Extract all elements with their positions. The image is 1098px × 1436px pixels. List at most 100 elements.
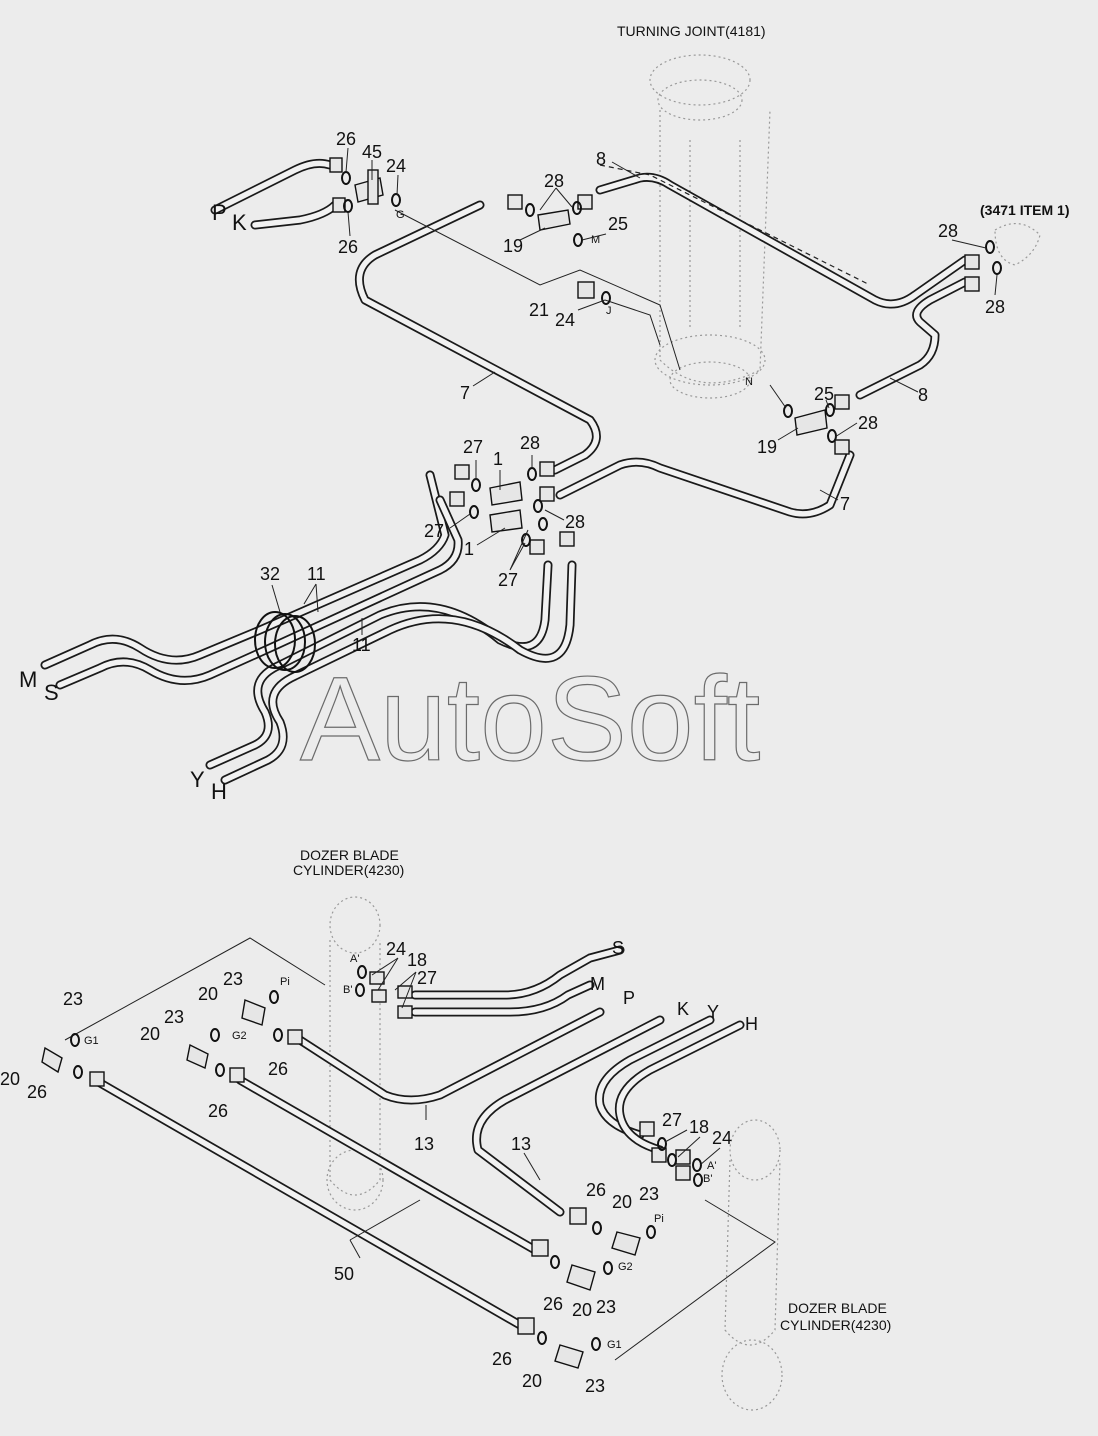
- callout: 24: [712, 1128, 732, 1148]
- callout: 27: [498, 570, 518, 590]
- callout: 20: [612, 1192, 632, 1212]
- dozer-left-title-2: CYLINDER(4230): [293, 862, 404, 878]
- callout: 28: [520, 433, 540, 453]
- callout: 27: [424, 521, 444, 541]
- callout: 26: [338, 237, 358, 257]
- callout: 32: [260, 564, 280, 584]
- callout: 23: [585, 1376, 605, 1396]
- dozer-right-title-1: DOZER BLADE: [788, 1300, 887, 1316]
- callout: 18: [407, 950, 427, 970]
- callout: M: [591, 234, 600, 246]
- callout: 26: [27, 1082, 47, 1102]
- ref-3471-title: (3471 ITEM 1): [980, 202, 1069, 218]
- top-callouts: 26 45 24 P K 26 G 8 28 19 M 25 21 24 J 2…: [19, 129, 1005, 804]
- callout: 11: [307, 564, 326, 584]
- callout: S: [612, 938, 624, 958]
- callout: 19: [503, 236, 523, 256]
- callout: A': [350, 953, 359, 965]
- callout: 23: [63, 989, 83, 1009]
- callout: N: [745, 376, 753, 388]
- callout: Pi: [654, 1213, 664, 1225]
- callout: 20: [522, 1371, 542, 1391]
- callout: 13: [511, 1134, 531, 1154]
- callout: 28: [858, 413, 878, 433]
- leader-lines: [271, 147, 998, 1181]
- callout: 26: [336, 129, 356, 149]
- callout: 20: [140, 1024, 160, 1044]
- top-hoses: [40, 158, 970, 785]
- callout: B': [343, 984, 352, 996]
- callout: 23: [164, 1007, 184, 1027]
- callout: 27: [463, 437, 483, 457]
- callout: 23: [596, 1297, 616, 1317]
- callout: K: [677, 999, 689, 1019]
- component-3471-outline: [994, 223, 1041, 266]
- callout: 13: [414, 1134, 434, 1154]
- callout: P: [623, 988, 635, 1008]
- callout: 8: [918, 385, 928, 405]
- callout: 19: [757, 437, 777, 457]
- callout: 27: [662, 1110, 682, 1130]
- callout: 1: [464, 539, 474, 559]
- callout: 23: [223, 969, 243, 989]
- callout: 20: [572, 1300, 592, 1320]
- callout: 11: [352, 635, 371, 655]
- top-o-rings: [341, 171, 1002, 547]
- callout: 24: [386, 156, 406, 176]
- callout: Pi: [280, 976, 290, 988]
- callout: J: [606, 305, 612, 317]
- callout: 28: [565, 512, 585, 532]
- callout: Y: [190, 767, 205, 792]
- callout: 1: [493, 449, 503, 469]
- dozer-cylinder-right-outline: [721, 1119, 783, 1411]
- callout: G1: [84, 1035, 99, 1047]
- callout: A': [707, 1160, 716, 1172]
- dozer-left-title-1: DOZER BLADE: [300, 847, 399, 863]
- callout: 45: [362, 142, 382, 162]
- callout: 23: [639, 1184, 659, 1204]
- bottom-o-rings: [70, 965, 703, 1351]
- callout: H: [211, 779, 227, 804]
- callout: P: [212, 200, 227, 225]
- callout: G2: [232, 1030, 247, 1042]
- callout: 18: [689, 1117, 709, 1137]
- callout: G1: [607, 1339, 622, 1351]
- callout: M: [19, 667, 37, 692]
- callout: 24: [386, 939, 406, 959]
- callout: 28: [544, 171, 564, 191]
- callout: 26: [586, 1180, 606, 1200]
- clamp-32: [254, 611, 316, 673]
- callout: 26: [543, 1294, 563, 1314]
- callout: 28: [938, 221, 958, 241]
- callout: 8: [596, 149, 606, 169]
- callout: 28: [985, 297, 1005, 317]
- callout: K: [232, 210, 247, 235]
- callout: 26: [208, 1101, 228, 1121]
- callout: 7: [460, 383, 470, 403]
- callout: G: [396, 209, 405, 221]
- callout: Y: [707, 1002, 719, 1022]
- callout: 20: [198, 984, 218, 1004]
- dozer-cylinder-left-outline: [326, 896, 384, 1211]
- callout: S: [44, 680, 59, 705]
- callout: 26: [492, 1349, 512, 1369]
- callout: M: [590, 974, 605, 994]
- bottom-callouts: S M P K Y H 24 18 27 A' B' 23 Pi 20 G2 2…: [0, 938, 758, 1396]
- callout: 50: [334, 1264, 354, 1284]
- callout: 21: [529, 300, 549, 320]
- callout: 7: [840, 494, 850, 514]
- top-fittings: [329, 157, 980, 555]
- callout: 26: [268, 1059, 288, 1079]
- callout: 20: [0, 1069, 20, 1089]
- dozer-right-title-2: CYLINDER(4230): [780, 1317, 891, 1333]
- callout: 27: [417, 968, 437, 988]
- callout: 25: [814, 384, 834, 404]
- callout: H: [745, 1014, 758, 1034]
- turning-joint-title: TURNING JOINT(4181): [617, 23, 766, 39]
- callout: 25: [608, 214, 628, 234]
- bottom-hoses: [64, 937, 776, 1361]
- callout: 24: [555, 310, 575, 330]
- callout: G2: [618, 1261, 633, 1273]
- turning-joint-outline: [649, 54, 771, 399]
